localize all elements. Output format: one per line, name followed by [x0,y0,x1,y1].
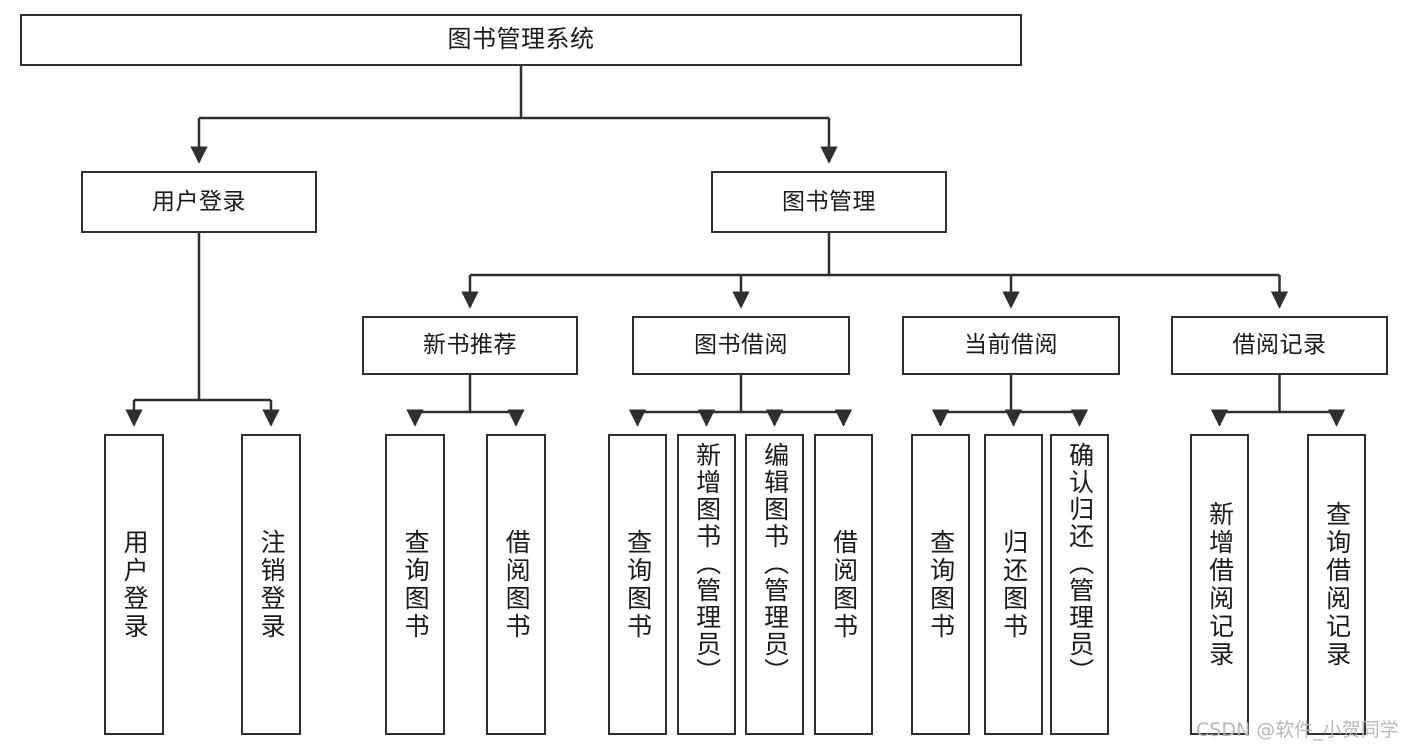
node-book-manage[interactable]: 图书管理 [711,171,947,233]
node-leaf-query-record-label: 查询借阅记录 [1322,500,1352,669]
node-borrow-record[interactable]: 借阅记录 [1171,316,1388,375]
node-leaf-logout-label: 注销登录 [257,528,287,641]
node-leaf-query-book-3-label: 查询图书 [926,528,956,641]
node-user-login-label: 用户登录 [152,188,246,215]
node-current-borrow[interactable]: 当前借阅 [902,316,1120,375]
node-leaf-edit-book[interactable]: 编辑图书（管理员） [745,434,804,735]
node-leaf-confirm-return[interactable]: 确认归还（管理员） [1050,434,1109,735]
node-leaf-confirm-return-label: 确认归还（管理员） [1065,442,1095,685]
node-leaf-return-book[interactable]: 归还图书 [984,434,1043,735]
node-leaf-add-book-label: 新增图书（管理员） [692,442,722,685]
node-leaf-query-book-1-label: 查询图书 [401,528,431,641]
node-leaf-query-book-3[interactable]: 查询图书 [911,434,970,735]
node-leaf-query-book-2-label: 查询图书 [623,528,653,641]
node-leaf-borrow-book-2-label: 借阅图书 [829,528,859,641]
node-root[interactable]: 图书管理系统 [20,14,1022,66]
node-leaf-query-book-1[interactable]: 查询图书 [385,434,445,735]
node-current-borrow-label: 当前借阅 [964,332,1058,359]
node-leaf-add-book[interactable]: 新增图书（管理员） [677,434,736,735]
node-new-book-rec-label: 新书推荐 [423,332,517,359]
node-book-manage-label: 图书管理 [782,188,876,215]
csdn-watermark: CSDN @软件_小贺同学 [1196,719,1399,741]
node-leaf-add-record[interactable]: 新增借阅记录 [1190,434,1249,735]
node-leaf-logout[interactable]: 注销登录 [241,434,301,735]
node-new-book-rec[interactable]: 新书推荐 [362,316,578,375]
node-book-borrow-label: 图书借阅 [694,332,788,359]
node-leaf-edit-book-label: 编辑图书（管理员） [760,442,790,685]
node-leaf-borrow-book-1[interactable]: 借阅图书 [486,434,546,735]
node-leaf-user-login-label: 用户登录 [120,528,150,641]
node-user-login[interactable]: 用户登录 [81,171,317,233]
node-book-borrow[interactable]: 图书借阅 [632,316,850,375]
node-leaf-query-record[interactable]: 查询借阅记录 [1307,434,1366,735]
node-leaf-query-book-2[interactable]: 查询图书 [608,434,667,735]
node-leaf-user-login[interactable]: 用户登录 [104,434,164,735]
node-leaf-borrow-book-1-label: 借阅图书 [502,528,532,641]
node-root-label: 图书管理系统 [447,25,595,54]
node-leaf-return-book-label: 归还图书 [999,528,1029,641]
node-borrow-record-label: 借阅记录 [1232,332,1327,359]
node-leaf-borrow-book-2[interactable]: 借阅图书 [814,434,873,735]
node-leaf-add-record-label: 新增借阅记录 [1205,500,1235,669]
